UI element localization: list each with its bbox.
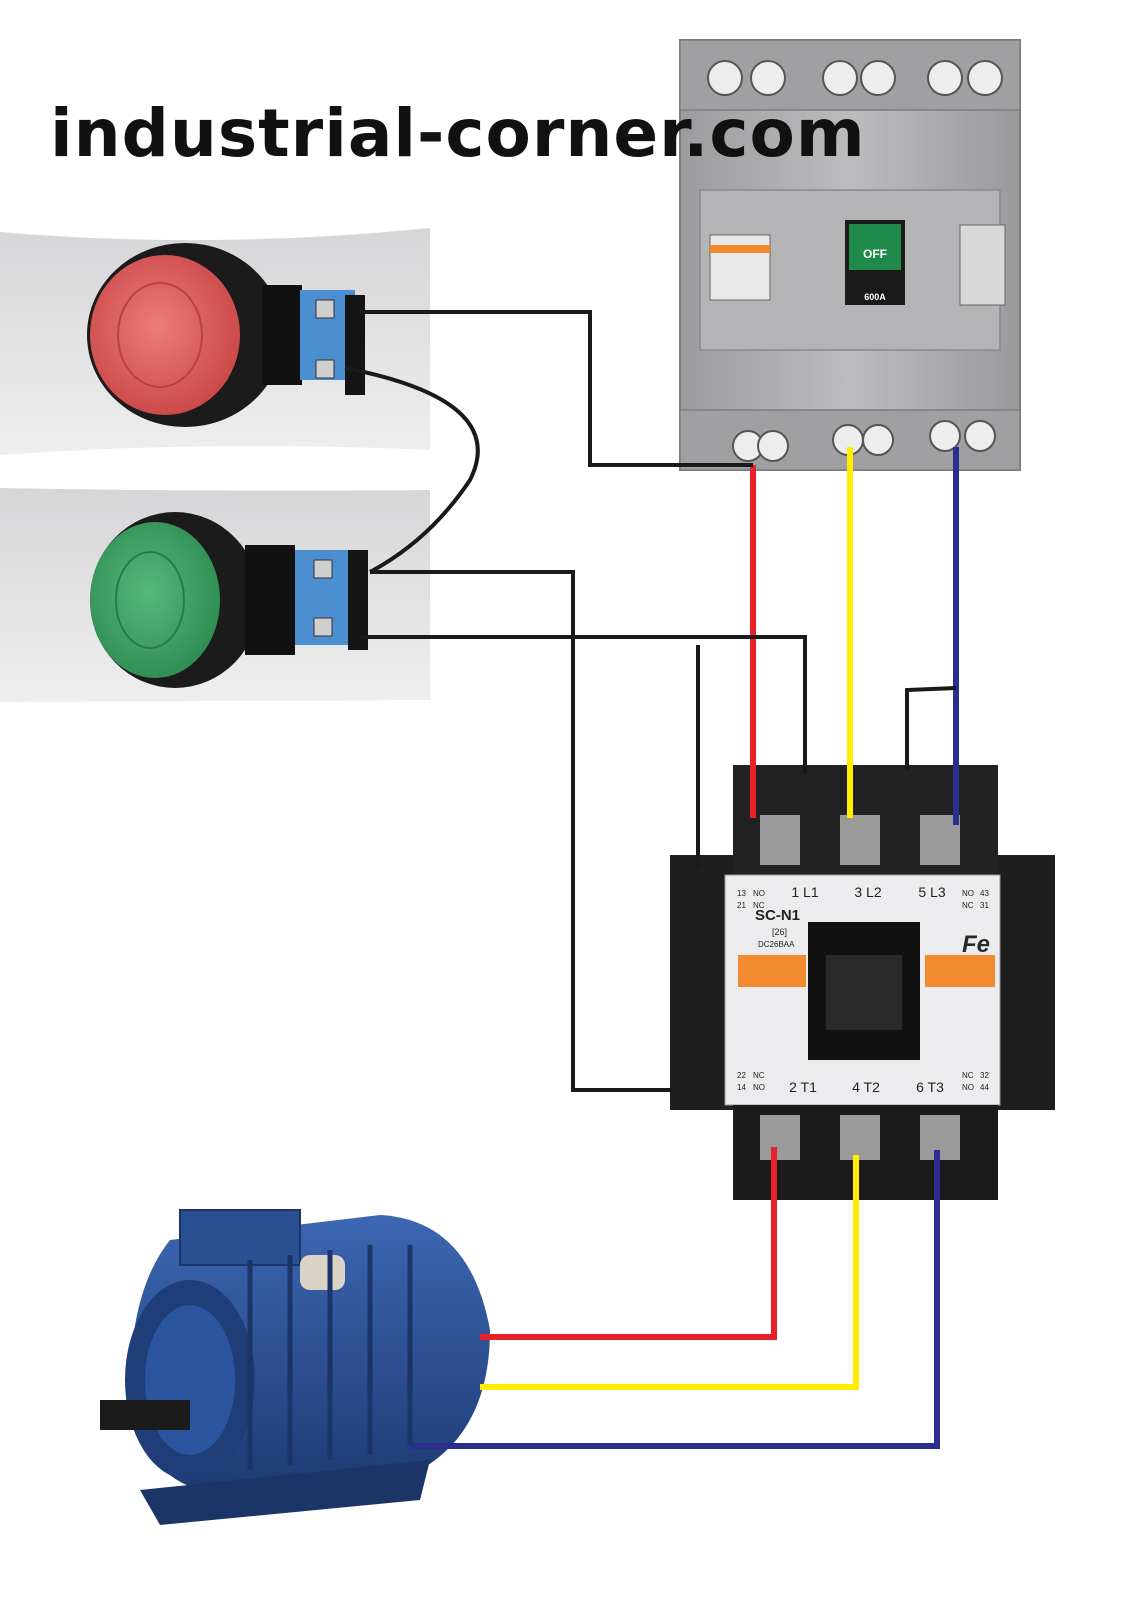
breaker-rating-label: 600A (864, 292, 886, 302)
breaker-toggle-label: OFF (863, 247, 887, 261)
aux-right-top-1-num: 43 (980, 889, 989, 898)
aux-left-bottom-2-num: 14 (737, 1083, 746, 1092)
control-wire-start-to-aux (370, 570, 672, 1092)
circuit-breaker-icon: OFF 600A (679, 39, 1021, 471)
wire-blue-load (410, 1150, 940, 1449)
wire-red-load (480, 1147, 777, 1340)
motor-icon (100, 1209, 490, 1525)
aux-right-bottom-1-num: 32 (980, 1071, 989, 1080)
line-terminal-l2: 3 L2 (854, 884, 881, 900)
aux-right-bottom-2-type: NO (962, 1083, 974, 1092)
aux-right-bottom-1-type: NC (962, 1071, 974, 1080)
line-terminal-l1: 1 L1 (791, 884, 818, 900)
load-terminal-t3: 6 T3 (916, 1079, 944, 1095)
aux-right-top-2-num: 31 (980, 901, 989, 910)
aux-left-top-2-type: NC (753, 901, 765, 910)
aux-left-bottom-1-type: NC (753, 1071, 765, 1080)
contactor-model-sub2: DC26BAA (758, 940, 795, 949)
control-wires (344, 310, 957, 1092)
contactor-model-sub: [26] (772, 927, 787, 937)
control-wire-start-to-coil (360, 635, 807, 774)
contactor-brand: Fe (962, 931, 990, 958)
aux-right-top-2-type: NC (962, 901, 974, 910)
stop-button-panel (0, 228, 430, 455)
start-button-icon (90, 512, 368, 688)
contactor-icon: SC-N1 [26] DC26BAA Fe 1 L1 3 L2 5 L3 2 T… (670, 765, 1055, 1200)
control-wire-stop-to-start (344, 366, 480, 574)
load-terminal-t2: 4 T2 (852, 1079, 880, 1095)
aux-left-top-2-num: 21 (737, 901, 746, 910)
contactor-model: SC-N1 (755, 907, 800, 924)
stop-button-icon (87, 243, 365, 427)
aux-right-bottom-2-num: 44 (980, 1083, 989, 1092)
aux-left-bottom-1-num: 22 (737, 1071, 746, 1080)
aux-left-top-1-type: NO (753, 889, 765, 898)
load-terminal-t1: 2 T1 (789, 1079, 817, 1095)
aux-left-top-1-num: 13 (737, 889, 746, 898)
wire-yellow-load (480, 1155, 859, 1390)
power-wires (410, 447, 959, 1449)
control-wire-coil-return (905, 686, 957, 770)
aux-right-top-1-type: NO (962, 889, 974, 898)
start-button-panel (0, 488, 430, 702)
site-title: industrial-corner.com (50, 95, 866, 172)
line-terminal-l3: 5 L3 (918, 884, 945, 900)
control-wire-breaker-to-stop (360, 310, 753, 467)
aux-left-bottom-2-type: NO (753, 1083, 765, 1092)
